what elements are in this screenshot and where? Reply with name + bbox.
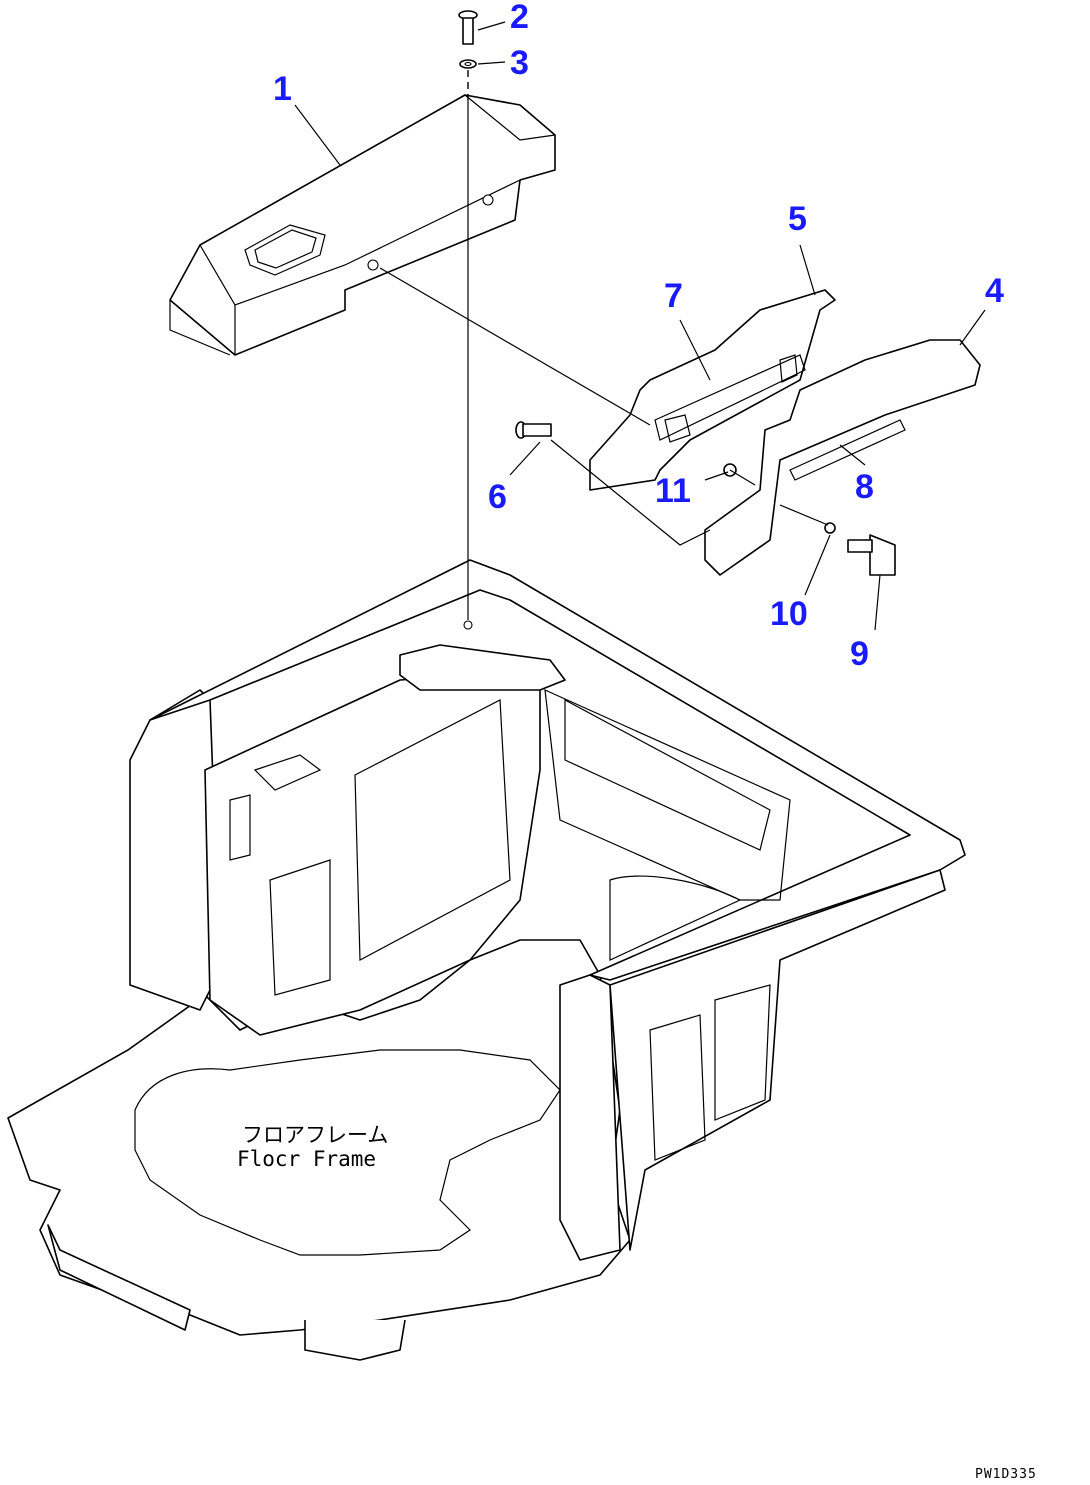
- frame-floor-pan: [609, 875, 742, 961]
- side-cover-slot: [654, 354, 806, 441]
- callout-labels: 1 2 3 4 5 6 7 8 9 10 11: [273, 0, 1004, 673]
- part-3-washer: [459, 59, 477, 69]
- console-front-edge: [199, 179, 521, 306]
- drawing-code: PW1D335: [975, 1467, 1037, 1482]
- part-1-console-cover: [169, 94, 556, 356]
- frame-top-rim: [149, 559, 966, 981]
- callout-3: 3: [510, 44, 529, 82]
- floor-tab-left: [47, 1224, 191, 1331]
- console-window-outer: [244, 224, 326, 276]
- callout-6: 6: [488, 478, 507, 516]
- callout-10: 10: [770, 595, 808, 633]
- assembly-lines: [379, 267, 829, 546]
- callout-4: 4: [985, 272, 1004, 310]
- part-8-handle: [789, 419, 906, 481]
- side-cover-tab: [664, 414, 691, 443]
- part-6-bolt: [515, 421, 552, 439]
- frame-right-box: [609, 869, 946, 1251]
- part-2-bolt: [458, 10, 478, 45]
- console-window-inner: [254, 229, 317, 269]
- floor-frame: [7, 559, 966, 1361]
- left-box-panel: [269, 859, 331, 996]
- left-box-slot: [229, 794, 251, 861]
- right-box-panel-a: [649, 1014, 706, 1161]
- left-box-lid: [253, 754, 322, 791]
- part-10-washer: [824, 522, 836, 534]
- side-cover-body: [589, 289, 836, 491]
- frame-label-jp: フロアフレーム: [242, 1123, 388, 1147]
- callout-5: 5: [788, 200, 807, 238]
- callout-7: 7: [664, 277, 683, 315]
- floor-tab-bottom: [304, 1319, 406, 1361]
- side-cover-tab-r: [779, 354, 798, 383]
- part-5-side-cover: [589, 289, 836, 491]
- console-top: [169, 94, 556, 356]
- left-box-window: [354, 699, 511, 961]
- trim-body: [704, 339, 981, 576]
- console-step: [464, 94, 556, 141]
- right-box-panel-b: [714, 984, 771, 1121]
- frame-back-panel: [564, 698, 771, 851]
- part-4-trim: [704, 339, 981, 576]
- callout-11: 11: [655, 472, 691, 510]
- frame-back-wall: [544, 689, 791, 901]
- callout-leaders: [294, 21, 986, 631]
- frame-mount-hole: [463, 620, 473, 630]
- frame-right-column: [559, 974, 621, 1261]
- floor-opening: [134, 1049, 561, 1256]
- part-9-knob: [847, 534, 896, 576]
- console-hole-left: [367, 259, 379, 271]
- callout-1: 1: [273, 70, 292, 108]
- callout-8: 8: [855, 468, 874, 506]
- callout-2: 2: [510, 0, 529, 36]
- frame-label-en: Flocr Frame: [237, 1147, 376, 1171]
- console-hole-right: [482, 194, 494, 206]
- frame-top-bracket: [399, 644, 566, 691]
- callout-9: 9: [850, 635, 869, 673]
- console-front-face: [169, 300, 231, 356]
